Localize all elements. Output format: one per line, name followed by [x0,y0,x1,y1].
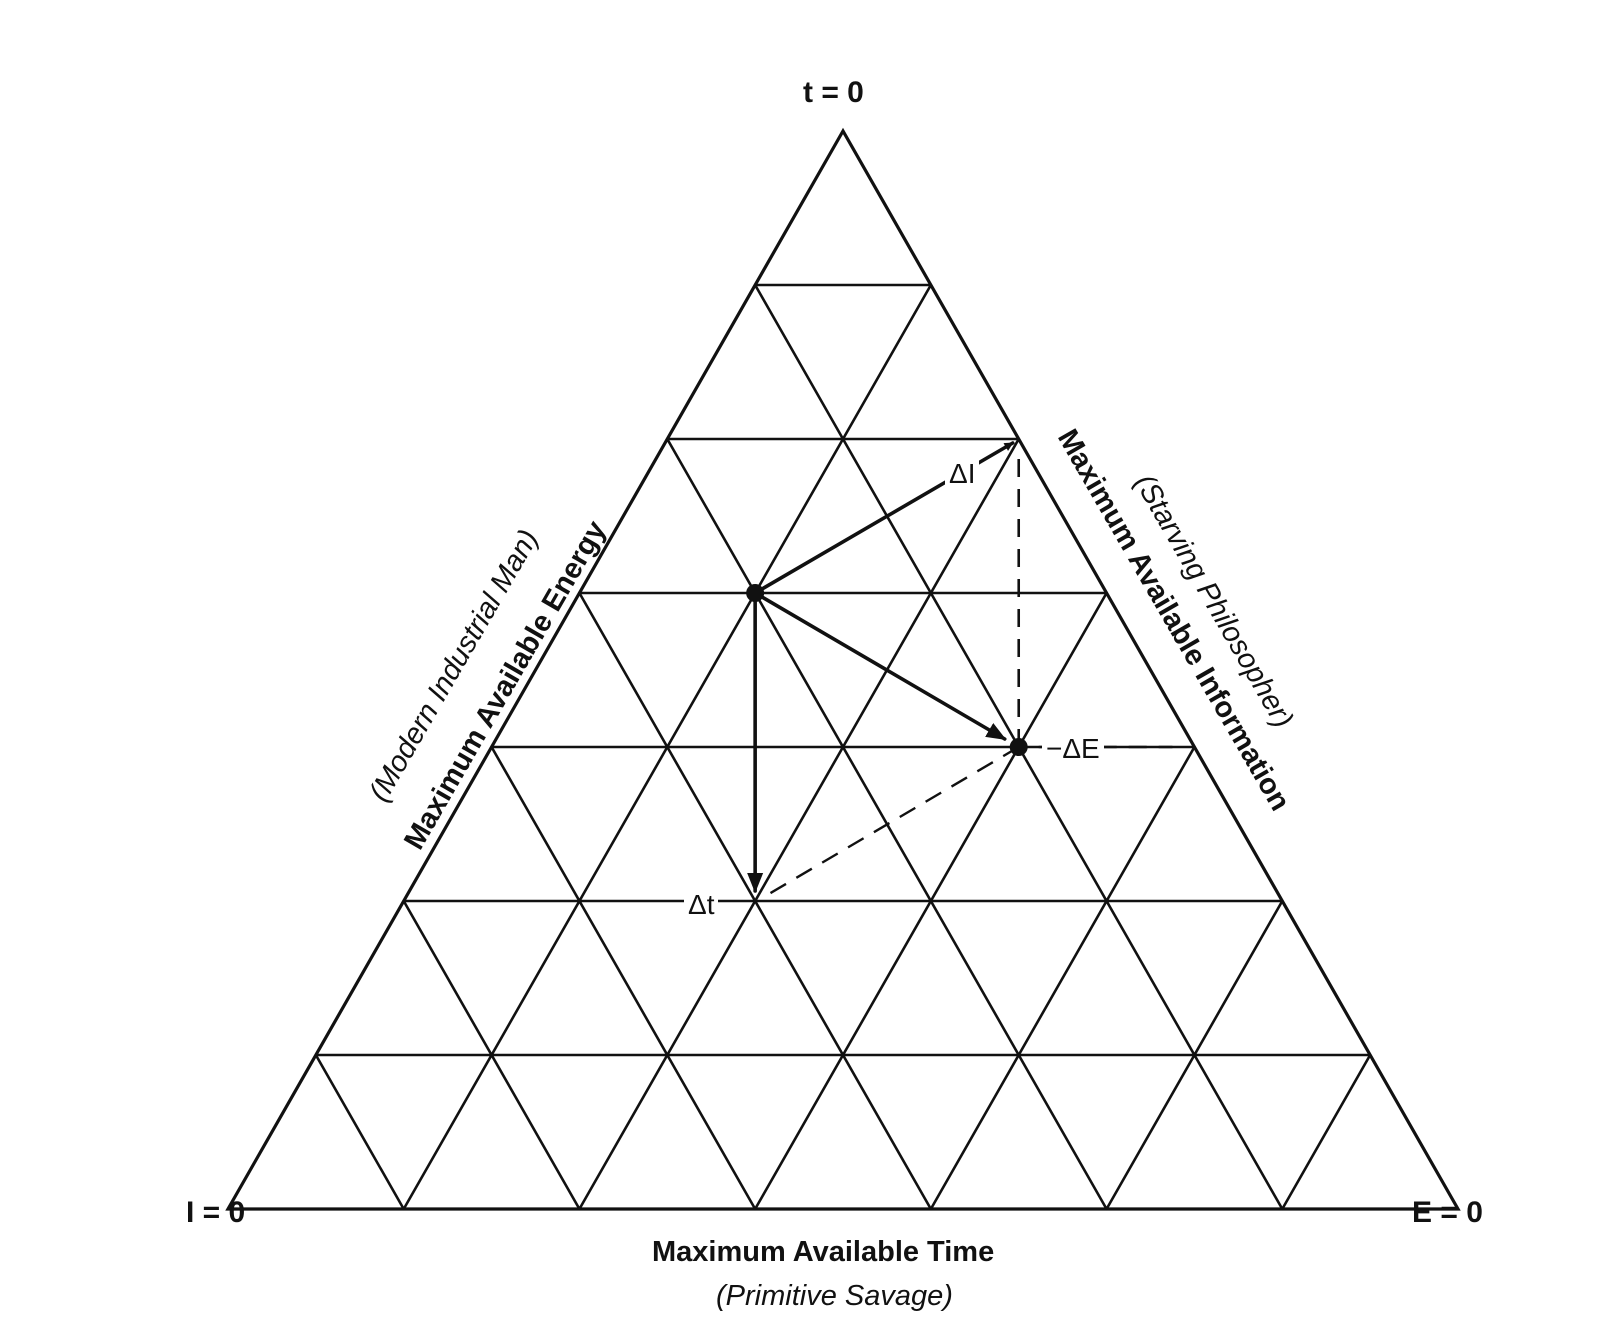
delta-energy-label: −ΔE [1042,735,1104,763]
grid-line-left-parallel [929,745,1196,1211]
delta-information-label: ΔI [945,460,980,488]
arrow-delta-energy [753,591,1007,741]
state-point [1009,738,1028,756]
dashed-line-to-time [766,745,1020,897]
corner-label-bottom-left: I = 0 [186,1196,246,1229]
outer-triangle [225,127,1461,1211]
grid-line-right-parallel [314,1053,406,1211]
grid-line-right-parallel [490,745,757,1211]
corner-label-bottom-right: E = 0 [1412,1196,1483,1229]
grid-line-left-parallel [1280,1053,1372,1211]
grid-line-left-parallel [578,437,1021,1211]
delta-time-label: Δt [684,891,719,919]
state-point [746,584,765,602]
bottom-side-note: (Primitive Savage) [716,1280,953,1312]
bottom-side-label: Maximum Available Time [652,1236,995,1268]
corner-label-top: t = 0 [803,76,864,109]
